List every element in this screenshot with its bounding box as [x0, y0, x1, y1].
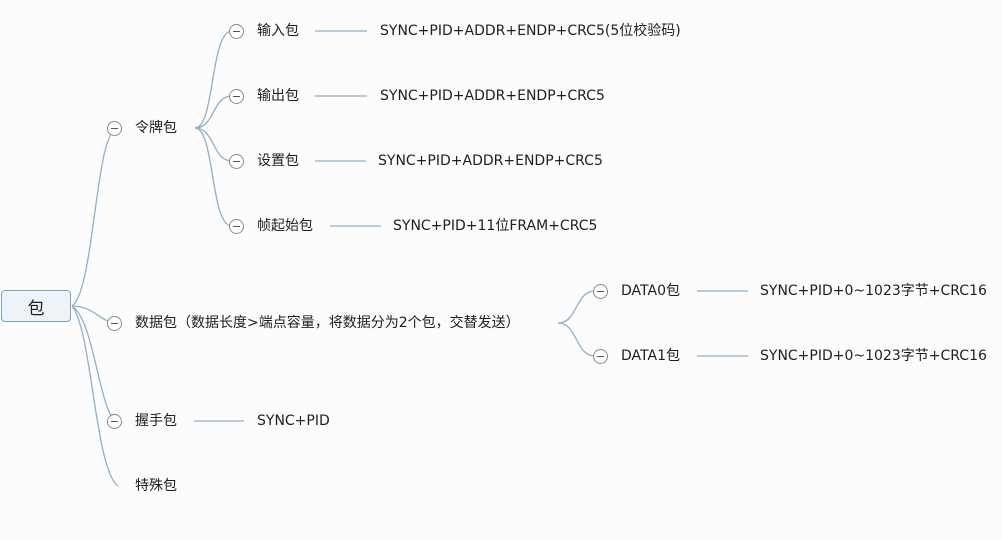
connector-token-setup [194, 127, 233, 162]
connector-root-special [71, 305, 119, 487]
collapse-sof-icon[interactable] [229, 219, 244, 234]
collapse-data0-icon[interactable] [593, 284, 608, 299]
node-data[interactable]: 数据包（数据长度>端点容量，将数据分为2个包，交替发送） [135, 315, 520, 331]
connector-token-input [194, 30, 233, 129]
node-data0[interactable]: DATA0包 [621, 283, 680, 299]
detail-data0[interactable]: SYNC+PID+0~1023字节+CRC16 [760, 283, 987, 299]
collapse-data-icon[interactable] [107, 316, 122, 331]
node-sof[interactable]: 帧起始包 [257, 218, 313, 234]
collapse-token-icon[interactable] [107, 121, 122, 136]
detail-data1[interactable]: SYNC+PID+0~1023字节+CRC16 [760, 348, 987, 364]
detail-output[interactable]: SYNC+PID+ADDR+ENDP+CRC5 [380, 88, 605, 104]
collapse-setup-icon[interactable] [229, 154, 244, 169]
connector-root-token [71, 127, 119, 307]
collapse-output-icon[interactable] [229, 89, 244, 104]
root-node[interactable]: 包 [1, 290, 71, 322]
node-output[interactable]: 输出包 [257, 88, 299, 104]
connector-data-data0 [557, 290, 596, 324]
node-data1[interactable]: DATA1包 [621, 348, 680, 364]
collapse-handshake-icon[interactable] [107, 414, 122, 429]
node-setup[interactable]: 设置包 [257, 153, 299, 169]
detail-setup[interactable]: SYNC+PID+ADDR+ENDP+CRC5 [378, 153, 603, 169]
collapse-data1-icon[interactable] [593, 349, 608, 364]
detail-sof[interactable]: SYNC+PID+11位FRAM+CRC5 [393, 218, 598, 234]
connector-data-data1 [557, 322, 596, 357]
connector-token-sof [194, 127, 233, 227]
node-handshake[interactable]: 握手包 [135, 413, 177, 429]
detail-input[interactable]: SYNC+PID+ADDR+ENDP+CRC5(5位校验码) [380, 23, 681, 39]
node-special[interactable]: 特殊包 [135, 478, 177, 494]
detail-handshake[interactable]: SYNC+PID [257, 413, 330, 429]
node-token[interactable]: 令牌包 [135, 120, 177, 136]
collapse-input-icon[interactable] [229, 24, 244, 39]
root-node-label: 包 [27, 298, 45, 319]
node-input[interactable]: 输入包 [257, 23, 299, 39]
connector-token-output [194, 95, 233, 129]
